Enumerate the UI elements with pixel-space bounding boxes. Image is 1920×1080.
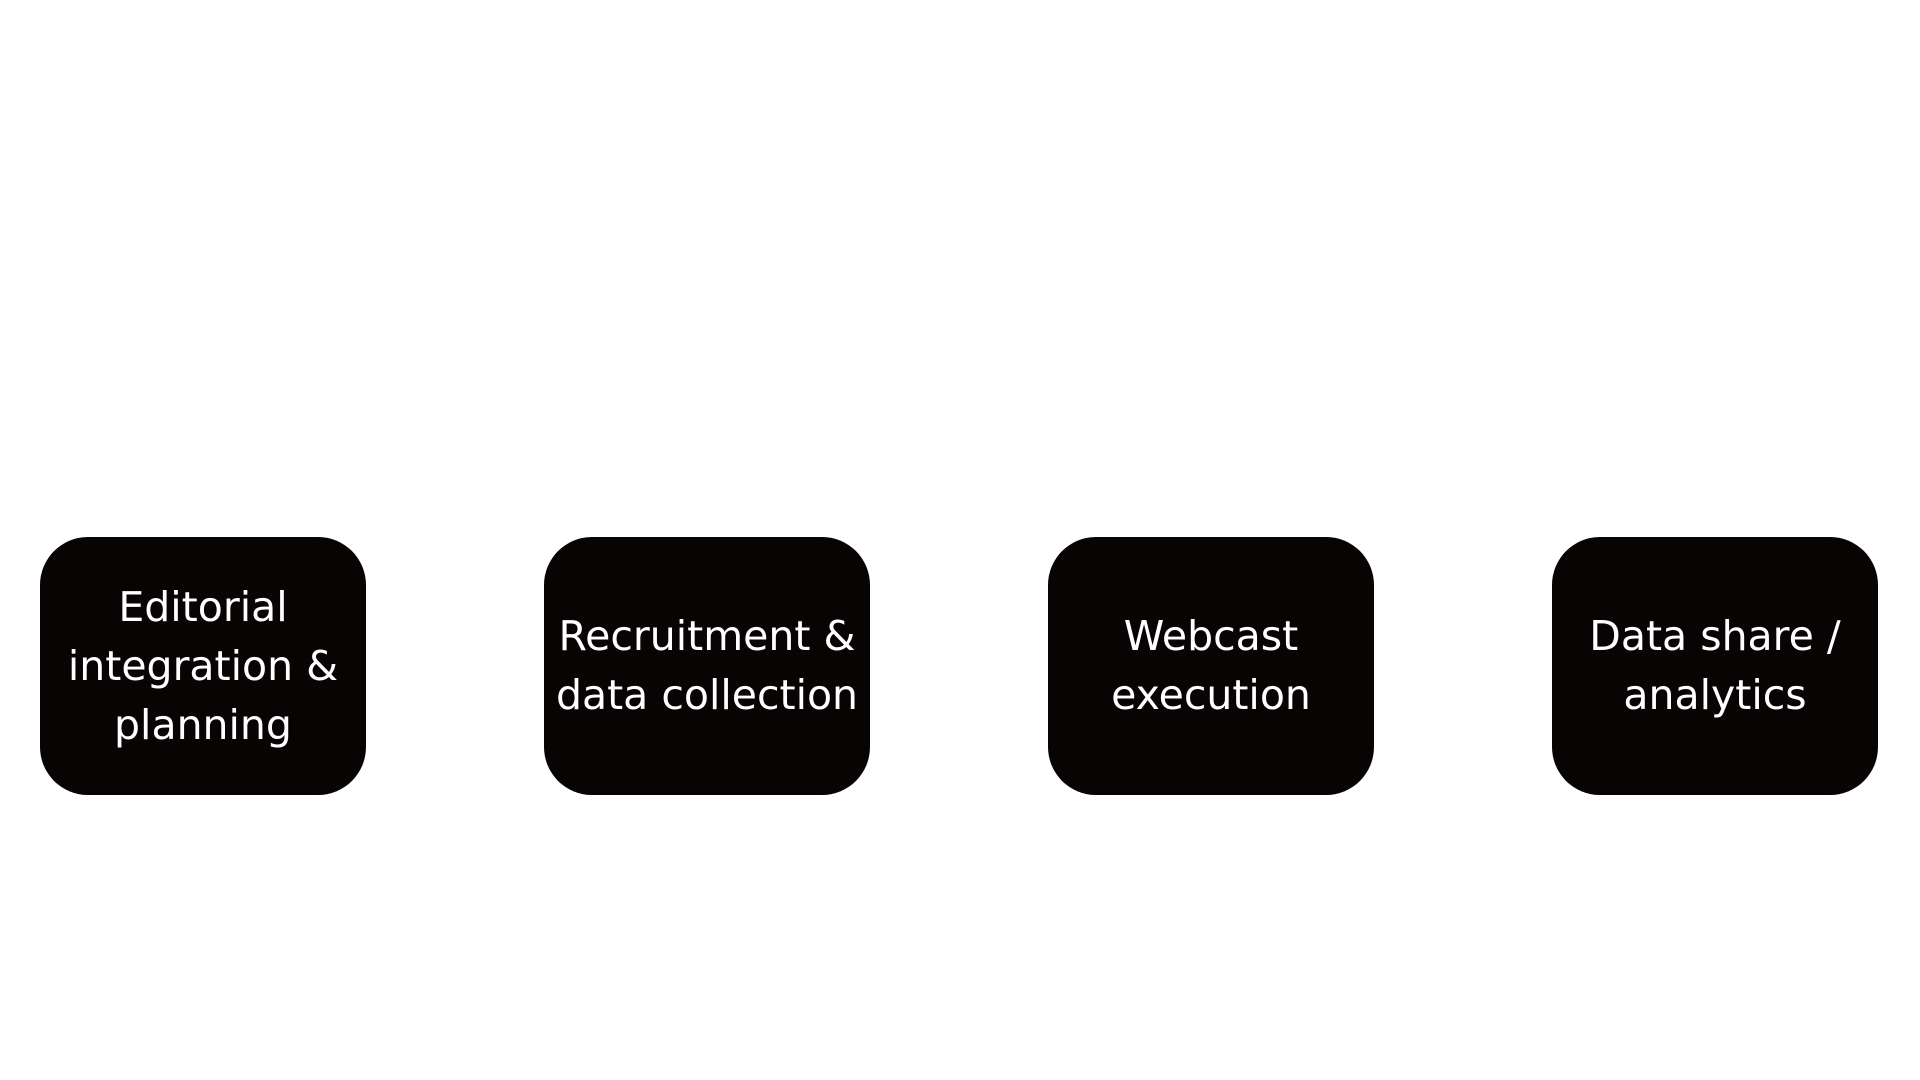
step-editorial-integration: Editorial integration & planning [40, 537, 366, 795]
process-steps: Editorial integration & planning Recruit… [40, 537, 1878, 795]
step-data-share-analytics: Data share / analytics [1552, 537, 1878, 795]
step-label: Recruitment & data collection [555, 612, 859, 719]
step-label: Editorial integration & planning [67, 582, 339, 749]
step-webcast-execution: Webcast execution [1048, 537, 1374, 795]
step-label: Webcast execution [1111, 612, 1311, 719]
step-recruitment-data-collection: Recruitment & data collection [544, 537, 870, 795]
step-label: Data share / analytics [1589, 612, 1841, 719]
